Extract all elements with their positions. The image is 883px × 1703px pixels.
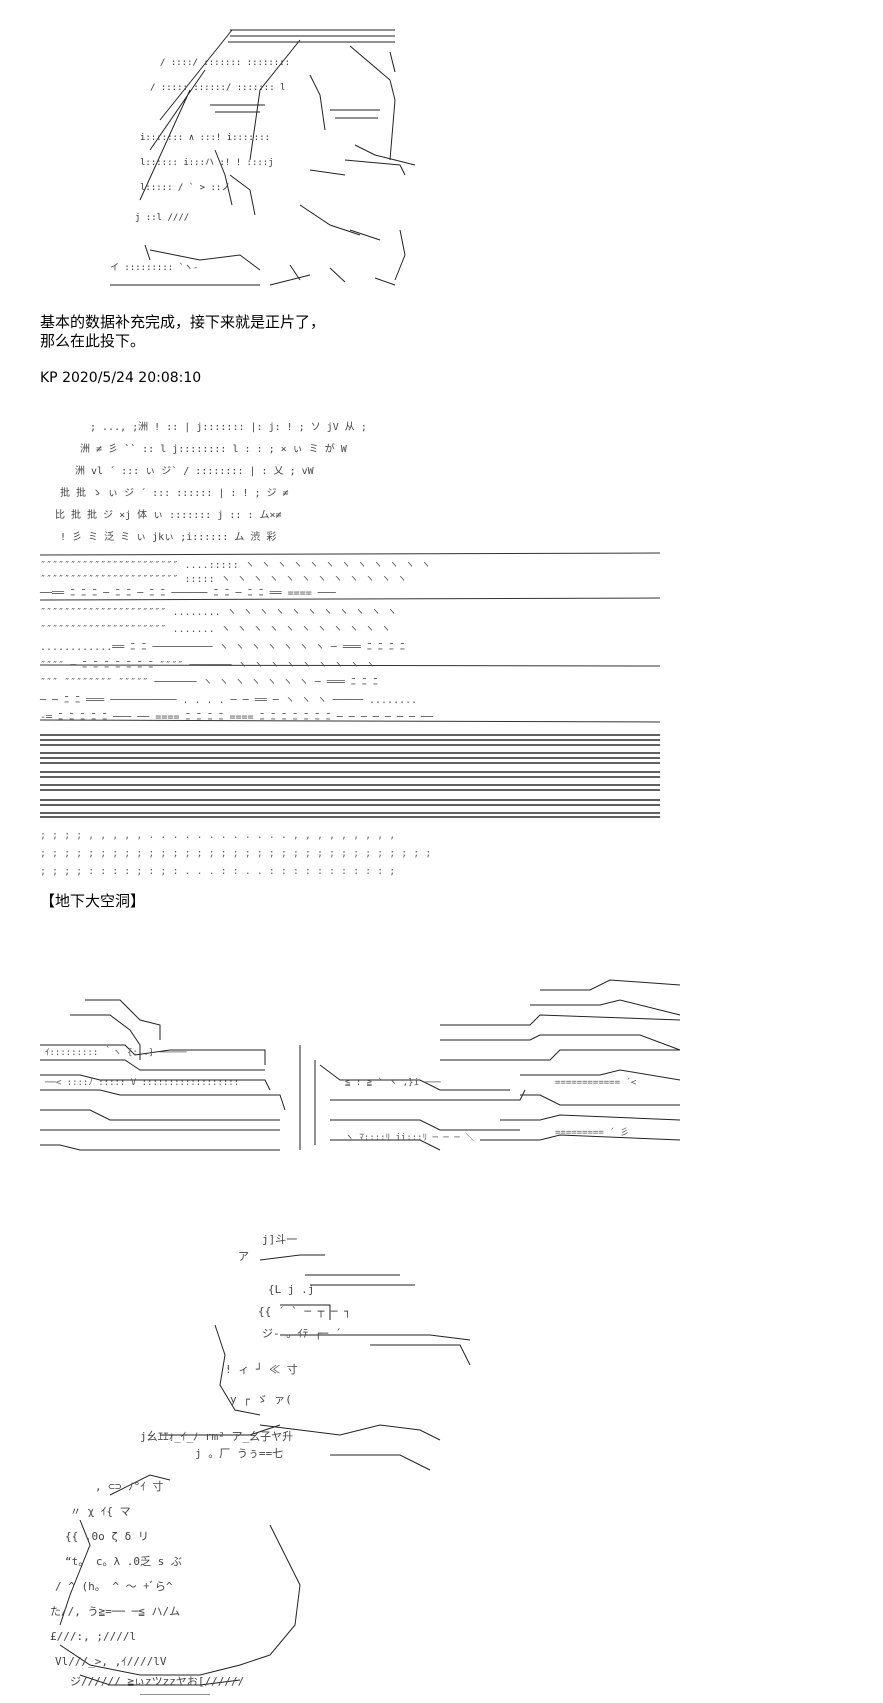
- svg-text:j幺ｴｴｫ_ｲ_ﾉ rm² ア_幺子ヤ升: j幺ｴｴｫ_ｲ_ﾉ rm² ア_幺子ヤ升: [140, 1429, 293, 1443]
- post-line-1: 基本的数据补充完成，接下来就是正片了，: [40, 313, 326, 331]
- svg-text:ジ////// ≧ぃzツzzヤお[//////: ジ////// ≧ぃzツzzヤお[//////: [70, 1675, 244, 1688]
- svg-text:y ┌ ゞ ァ(: y ┌ ゞ ァ(: [230, 1393, 292, 1406]
- svg-text:≦ : ≧ ` ヽ ,}i ───: ≦ : ≧ ` ヽ ,}i ───: [345, 1077, 441, 1088]
- svg-text:“t。 c。λ .0乏 s ぶ: “t。 c。λ .0乏 s ぶ: [65, 1555, 182, 1568]
- svg-text:; ..., ;洲 ! :: | j::::::: |:: ; ..., ;洲 ! :: | j::::::: |: j: ! ; ソ jV…: [90, 421, 367, 433]
- location-label: 【地下大空洞】: [40, 892, 146, 910]
- svg-text:ア: ア: [238, 1250, 249, 1263]
- svg-text:Vl///_>, ,ｲ////lV: Vl///_>, ,ｲ////lV: [55, 1655, 167, 1668]
- svg-text:{{ .0o ζ δ リ: {{ .0o ζ δ リ: [65, 1530, 149, 1543]
- svg-text:─ ─ ﾆ ﾆ ═══ ─────────── . . .: ─ ─ ﾆ ﾆ ═══ ─────────── . . . . ─ ─ ══ ─…: [39, 695, 417, 706]
- svg-text:; ; ; ; ; ; ; ; ; ; ; ; ; ; ;: ; ; ; ; ; ; ; ; ; ; ; ; ; ; ; ; ; ; ; ; …: [40, 848, 431, 859]
- svg-text:ｲ::::::::: ｀ヽ {:..} ─────: ｲ::::::::: ｀ヽ {:..} ─────: [45, 1045, 187, 1058]
- svg-text:──< ::::ﾉ ::::: V ::::::::::::: ──< ::::ﾉ ::::: V ::::::::::::::::::: [44, 1078, 239, 1088]
- svg-text:{L j .j: {L j .j: [268, 1283, 314, 1296]
- svg-text:l:::::: i:::ハ :! ! ::::j: l:::::: i:::ハ :! ! ::::j: [140, 158, 274, 168]
- svg-text:ジ- 。ｲﾃ ┌─ ´: ジ- 。ｲﾃ ┌─ ´: [262, 1327, 341, 1340]
- svg-text:″″″ ″″″″″″″″ ″″″″″ ─────── ヽ ヽ: ″″″ ″″″″″″″″ ″″″″″ ─────── ヽ ヽ ヽ ヽ ヽ ヽ ヽ…: [40, 677, 378, 688]
- landscape-art: ; ..., ;洲 ! :: | j::::::: |: j: ! ; ソ jV…: [0, 410, 883, 880]
- svg-text:j ::l ////: j ::l ////: [135, 213, 189, 223]
- svg-text:洲 ≠ 彡 `` :: l j:::::::: l :: 洲 ≠ 彡 `` :: l j:::::::: l : : ; × ぃ ミ が …: [80, 442, 348, 455]
- landscape-art-drawing: ; ..., ;洲 ! :: | j::::::: |: j: ! ; ソ jV…: [39, 421, 661, 877]
- svg-text:i::::::: ∧ :::! i:::::::: i::::::: ∧ :::! i:::::::: [140, 133, 270, 143]
- svg-text:〃 χ ｲ{ マ: 〃 χ ｲ{ マ: [70, 1505, 131, 1518]
- portrait-art: / ::::/ ::::::: :::::::: / ::::: ::::::/…: [0, 0, 883, 300]
- svg-text:批 批 ゝ ぃ ジ ´ ::: :::::: | : !: 批 批 ゝ ぃ ジ ´ ::: :::::: | : ! ; ジ ≠: [60, 486, 289, 499]
- svg-text:============ ´<: ============ ´<: [555, 1077, 637, 1088]
- svg-text:ヽ ﾏ::::ﾘ ii:::ﾘ ─ ─ ─ ＼: ヽ ﾏ::::ﾘ ii:::ﾘ ─ ─ ─ ＼: [345, 1132, 474, 1143]
- svg-text:............══ ﾆ ﾆ ──────────: ............══ ﾆ ﾆ ────────── ヽ ヽ ヽ ヽ ヽ …: [40, 642, 405, 653]
- portrait-art-drawing: / ::::/ ::::::: :::::::: / ::::: ::::::/…: [110, 29, 416, 286]
- svg-text:! ィ ┘ ≪ 寸: ! ィ ┘ ≪ 寸: [225, 1362, 298, 1376]
- svg-text:た//, う≧=── ─≦ ハ/ム: た//, う≧=── ─≦ ハ/ム: [50, 1605, 180, 1618]
- svg-text:洲 vl ´ ::: ぃ ジ` / :::::::: |: 洲 vl ´ ::: ぃ ジ` / :::::::: | : 乂 ; vW: [75, 465, 315, 477]
- svg-text:! 彡 ミ 泛 ミ ぃ jkぃ ;i:::::: ム 渋 彩: ! 彡 ミ 泛 ミ ぃ jkぃ ;i:::::: ム 渋 彩: [60, 530, 276, 543]
- creature-art: j]斗一 ア {L j .j {{ ´ ` ─ ┬ ─ ┐ ジ- 。ｲﾃ ┌─ …: [0, 1225, 883, 1695]
- svg-text:j]斗一: j]斗一: [262, 1233, 297, 1246]
- svg-text:; ; ; ; , , , , , .: ; ; ; ; , , , , , . . . . . . . . . . . …: [40, 830, 395, 841]
- svg-text:-═ ﾆ ﾆ ﾆ ﾆ ﾆ ─── ── ==== ﾆ ﾆ ﾆ: -═ ﾆ ﾆ ﾆ ﾆ ﾆ ─── ── ==== ﾆ ﾆ ﾆ ﾆ ==== ﾆ …: [40, 712, 434, 723]
- svg-text:″″″″″″″″″″″″″″″″″″″″″″″ ....::: ″″″″″″″″″″″″″″″″″″″″″″″ ....::::: ヽ ヽ ヽ …: [40, 560, 431, 571]
- svg-text:; ; ; ; : : : : ; : ; : .: ; ; ; ; : : : : ; : ; : . . . : : . . : …: [40, 866, 395, 877]
- svg-text:イ ::::::::: `ヽ-: イ ::::::::: `ヽ-: [110, 262, 198, 273]
- svg-text:″″″″ ─ ﾆ ﾆ ﾆ ﾆ ﾆ ﾆ ﾆ ″″″″ ────: ″″″″ ─ ﾆ ﾆ ﾆ ﾆ ﾆ ﾆ ﾆ ″″″″ ─────── ヽ ヽ ヽ …: [40, 660, 376, 671]
- svg-text:/ ::::/ ::::::: ::::::::: / ::::/ ::::::: ::::::::: [160, 58, 290, 68]
- cave-art-drawing: ｲ::::::::: ｀ヽ {:..} ───── ──< ::::ﾉ ::::…: [40, 979, 681, 1151]
- cave-art: ｲ::::::::: ｀ヽ {:..} ───── ──< ::::ﾉ ::::…: [0, 970, 883, 1170]
- svg-text:£///:, ;////l: £///:, ;////l: [50, 1630, 136, 1643]
- svg-text:j 。厂 うぅ==七: j 。厂 うぅ==七: [195, 1447, 283, 1460]
- svg-text:″″″″″″″″″″″″″″″″″″″″″″″ :::::: ″″″″″″″″″″″″″″″″″″″″″″″ ::::: ヽ ヽ ヽ ヽ ヽ …: [40, 574, 407, 585]
- post-message: 基本的数据补充完成，接下来就是正片了， 那么在此投下。: [40, 313, 325, 351]
- svg-text:──══ ﾆ ﾆ ﾆ ─ ﾆ ﾆ ─ ﾆ ﾆ ──────: ──══ ﾆ ﾆ ﾆ ─ ﾆ ﾆ ─ ﾆ ﾆ ────── ﾆ ﾆ ─ ﾆ ﾆ …: [39, 588, 337, 599]
- post-line-2: 那么在此投下。: [40, 332, 146, 350]
- svg-text:l::::: / ` > ::ノ: l::::: / ` > ::ノ: [140, 182, 230, 193]
- creature-art-drawing: j]斗一 ア {L j .j {{ ´ ` ─ ┬ ─ ┐ ジ- 。ｲﾃ ┌─ …: [50, 1233, 471, 1695]
- svg-text:比 批 批 ジ ×j 体 ぃ ::::::: j :: :: 比 批 批 ジ ×j 体 ぃ ::::::: j :: : ム×≠: [55, 508, 282, 521]
- svg-text:========= ´ 彡: ========= ´ 彡: [555, 1127, 629, 1138]
- svg-text:, ⊂⊃ ﾉ°ｲ 寸: , ⊂⊃ ﾉ°ｲ 寸: [95, 1479, 163, 1493]
- svg-text:″″″″″″″″″″″″″″″″″″″″″ .......: ″″″″″″″″″″″″″″″″″″″″″ ....... ヽ ヽ ヽ ヽ ヽ …: [40, 624, 391, 635]
- svg-text:″″″″″″″″″″″″″″″″″″″″″ ........: ″″″″″″″″″″″″″″″″″″″″″ ........ ヽ ヽ ヽ ヽ ヽ…: [40, 607, 397, 618]
- svg-text:/ ::::: ::::::/ ::::::: l: / ::::: ::::::/ ::::::: l: [150, 83, 285, 93]
- svg-text:/ ^ (h。 ^ 〜 +ﾞら^: / ^ (h。 ^ 〜 +ﾞら^: [55, 1580, 173, 1593]
- svg-text:{{ ´ ` ─ ┬ ─ ┐: {{ ´ ` ─ ┬ ─ ┐: [258, 1305, 351, 1318]
- post-meta: KP 2020/5/24 20:08:10: [40, 370, 202, 386]
